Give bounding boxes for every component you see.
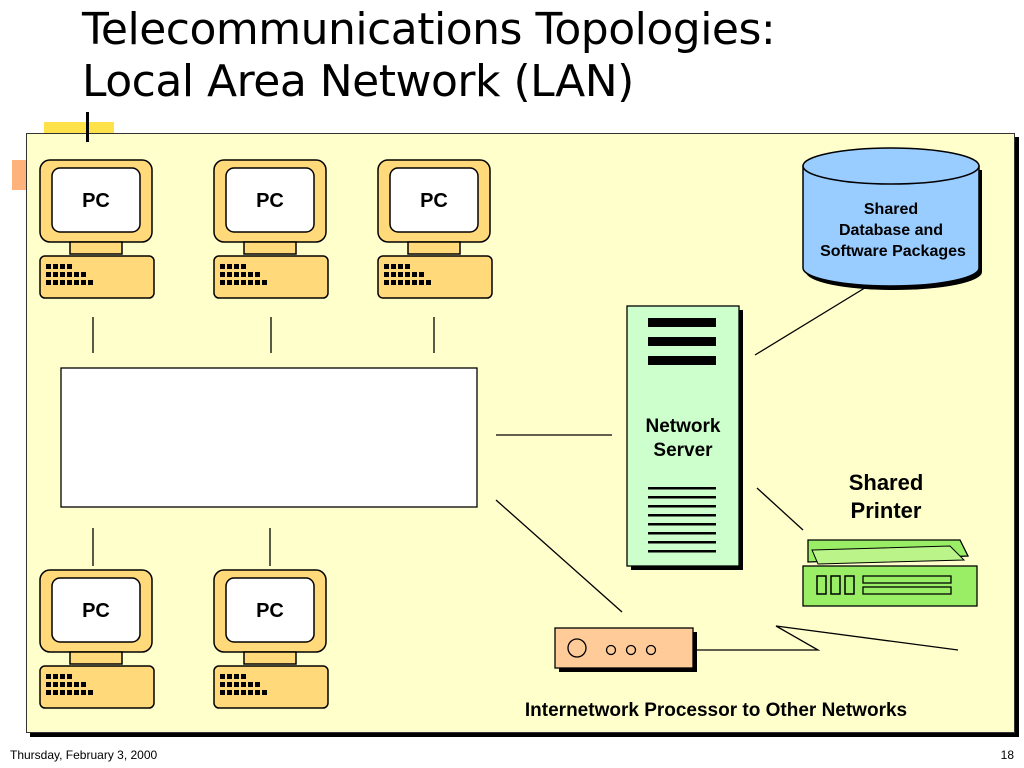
database-label-3: Software Packages <box>820 243 966 260</box>
database-label-1: Shared <box>864 201 918 218</box>
pc-5-label: PC <box>256 600 284 622</box>
pc-5: PC <box>213 569 329 709</box>
footer-page-number: 18 <box>1000 748 1014 762</box>
database-label-2: Database and <box>839 222 943 239</box>
printer-label-2: Printer <box>851 498 922 523</box>
pc-4-label: PC <box>82 600 110 622</box>
pc-3: PC <box>377 159 493 299</box>
processor-label: Internetwork Processor to Other Networks <box>525 700 907 721</box>
server-label-2: Server <box>653 440 713 461</box>
pc-2: PC <box>213 159 329 299</box>
pc-3-label: PC <box>420 190 448 212</box>
shared-printer: Shared Printer <box>802 470 978 607</box>
title-line-1: Telecommunications Topologies: <box>82 4 776 55</box>
pc-2-label: PC <box>256 190 284 212</box>
title-line-2: Local Area Network (LAN) <box>82 56 634 107</box>
pc-1-label: PC <box>82 190 110 212</box>
pc-1: PC <box>39 159 155 299</box>
pc-4: PC <box>39 569 155 709</box>
lan-hub-box <box>60 367 478 508</box>
server-label-1: Network <box>646 416 721 437</box>
footer-date: Thursday, February 3, 2000 <box>10 748 158 762</box>
slide-title: Telecommunications Topologies: Local Are… <box>82 4 776 108</box>
decor-accent-bar <box>86 112 89 142</box>
printer-label-1: Shared <box>849 470 924 495</box>
shared-database: Shared Database and Software Packages <box>802 147 982 290</box>
network-server: Network Server <box>626 305 743 570</box>
internetwork-processor <box>554 627 697 672</box>
